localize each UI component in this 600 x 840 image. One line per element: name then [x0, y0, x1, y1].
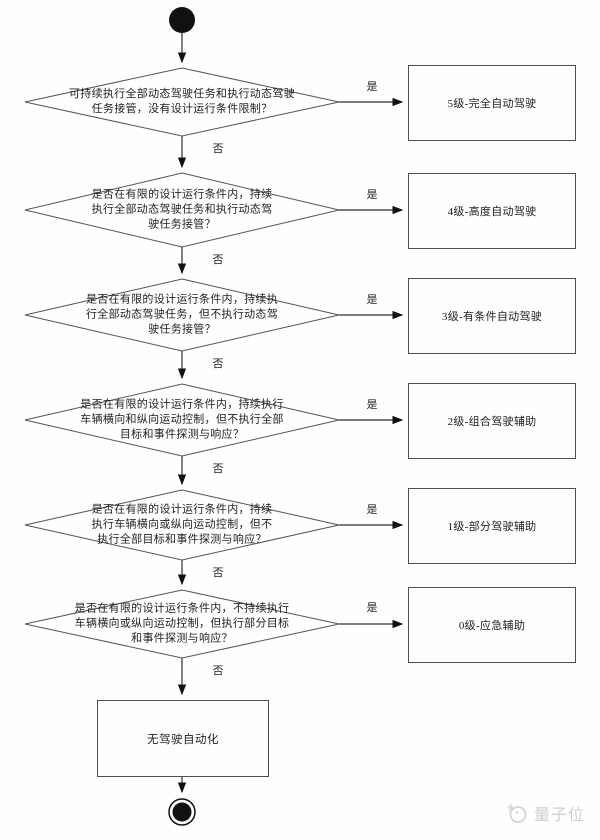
yes-label-3: 是 — [366, 294, 378, 306]
decision-diamond-3 — [24, 278, 340, 352]
result-box-level1: 1级-部分驾驶辅助 — [408, 488, 576, 564]
no-label-2: 否 — [212, 254, 224, 266]
decision-diamond-4 — [24, 383, 340, 457]
decision-question-4: 是否在有限的设计运行条件内，持续执行车辆横向和纵向运动控制，但不执行全部目标和事… — [80, 398, 284, 441]
result-box-level0: 0级-应急辅助 — [408, 587, 576, 663]
decision-diamond-2 — [24, 172, 340, 248]
yes-label-4: 是 — [366, 399, 378, 411]
result-box-level5: 5级-完全自动驾驶 — [408, 65, 576, 141]
final-box-no-automation: 无驾驶自动化 — [97, 700, 269, 777]
decision-question-2: 是否在有限的设计运行条件内，持续执行全部动态驾驶任务和执行动态驾驶任务接管？ — [91, 188, 273, 231]
no-label-4: 否 — [212, 463, 224, 475]
watermark-text: 量子位 — [534, 807, 586, 824]
no-label-6: 否 — [212, 665, 224, 677]
start-node — [169, 7, 195, 33]
decision-diamond-6 — [24, 589, 340, 659]
result-box-level4: 4级-高度自动驾驶 — [408, 173, 576, 249]
decision-question-6: 是否在有限的设计运行条件内，不持续执行车辆横向或纵向运动控制，但执行部分目标和事… — [74, 602, 290, 645]
no-label-3: 否 — [212, 358, 224, 370]
decision-question-5: 是否在有限的设计运行条件内，持续执行车辆横向或纵向运动控制，但不执行全部目标和事… — [91, 503, 273, 546]
watermark: 量子位 — [505, 801, 585, 825]
decision-question-3: 是否在有限的设计运行条件内，持续执行全部动态驾驶任务，但不执行动态驾驶任务接管？ — [85, 293, 279, 336]
no-label-1: 否 — [212, 143, 224, 155]
yes-label-1: 是 — [366, 81, 378, 93]
qbitai-logo-icon — [507, 803, 527, 823]
yes-label-5: 是 — [366, 504, 378, 516]
decision-question-1: 可持续执行全部动态驾驶任务和执行动态驾驶任务接管，没有设计运行条件限制？ — [69, 88, 295, 115]
result-box-level2: 2级-组合驾驶辅助 — [408, 383, 576, 459]
decision-diamond-1 — [24, 67, 340, 137]
no-label-5: 否 — [212, 567, 224, 579]
end-node-ring — [168, 798, 196, 826]
decision-diamond-5 — [24, 489, 340, 561]
end-node — [172, 802, 192, 822]
yes-label-6: 是 — [366, 602, 378, 614]
result-box-level3: 3级-有条件自动驾驶 — [408, 278, 576, 354]
yes-label-2: 是 — [366, 189, 378, 201]
